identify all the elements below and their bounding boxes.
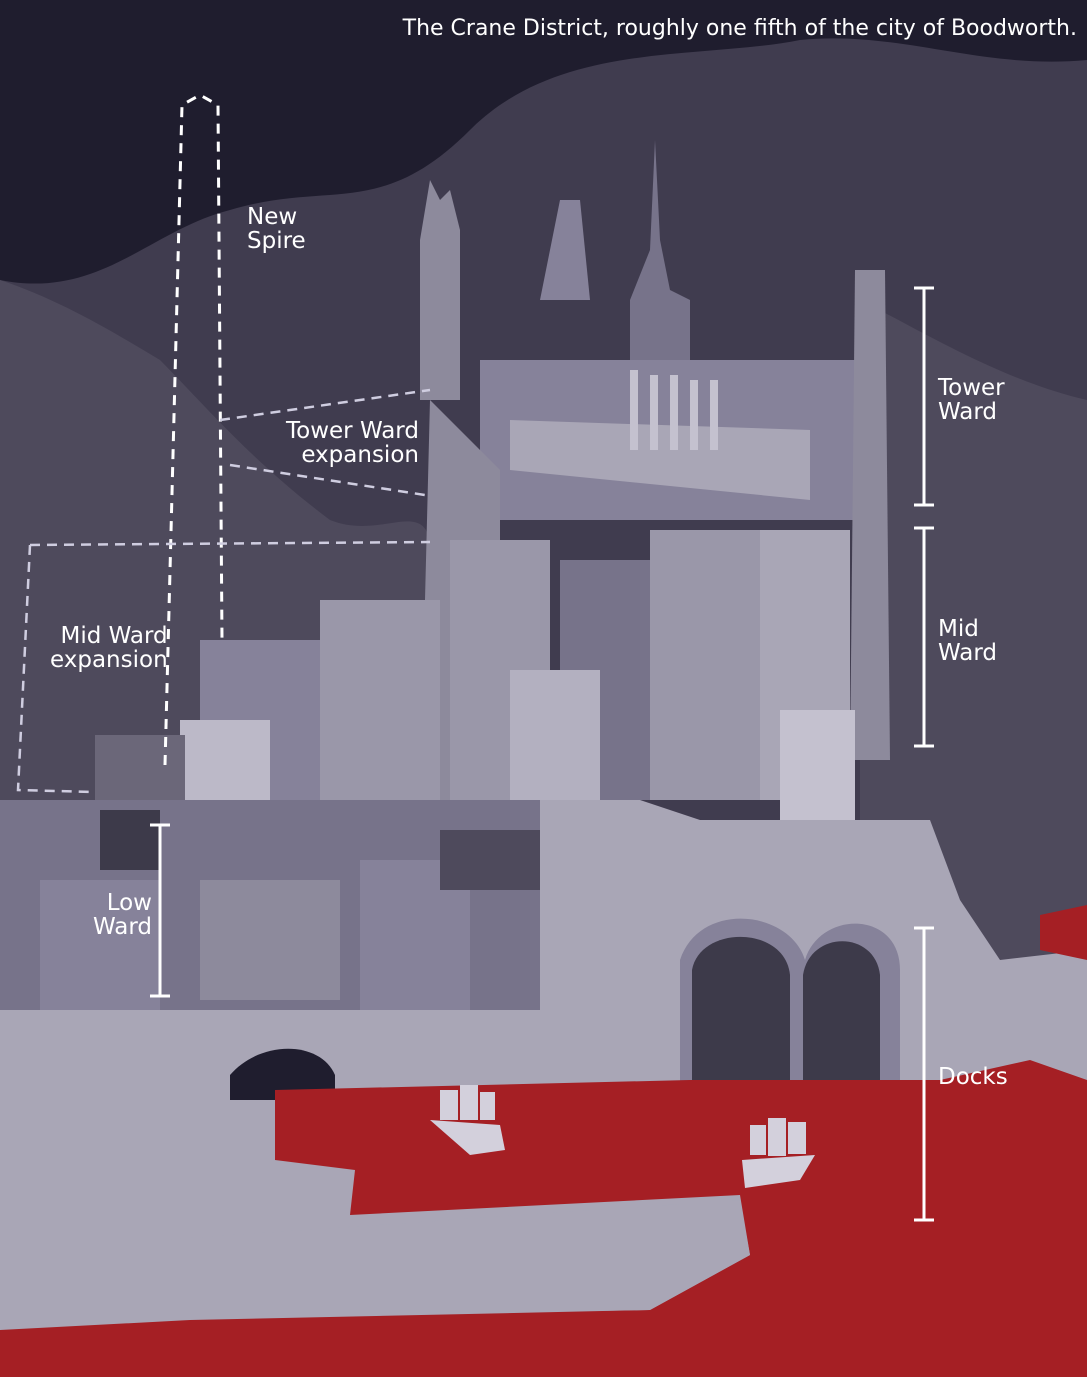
low-ward-buildings bbox=[0, 800, 540, 1020]
harbor-water bbox=[0, 1060, 1087, 1377]
ward-brackets bbox=[150, 286, 934, 1222]
label-mid-ward: Mid Ward bbox=[938, 616, 998, 666]
label-tower-ward-expansion: Tower Ward expansion bbox=[286, 418, 419, 468]
canal-tunnel bbox=[230, 1048, 335, 1100]
caption-title: The Crane District, roughly one fifth of… bbox=[402, 16, 1077, 41]
label-low-ward: Low Ward bbox=[92, 890, 152, 940]
dock-arch-right bbox=[803, 941, 880, 1080]
ship-right bbox=[742, 1118, 815, 1188]
ship-left bbox=[430, 1085, 505, 1155]
mid-ward-buildings bbox=[95, 530, 855, 820]
new-spire-outline bbox=[163, 93, 224, 766]
label-new-spire: New Spire bbox=[247, 204, 306, 254]
pier bbox=[0, 1200, 750, 1320]
label-mid-ward-expansion: Mid Ward expansion bbox=[50, 623, 168, 673]
label-tower-ward: Tower Ward bbox=[938, 375, 1005, 425]
river-water bbox=[1040, 905, 1087, 960]
label-docks: Docks bbox=[938, 1064, 1008, 1090]
expansion-guides bbox=[16, 388, 431, 794]
dock-arch-left bbox=[692, 936, 790, 1080]
